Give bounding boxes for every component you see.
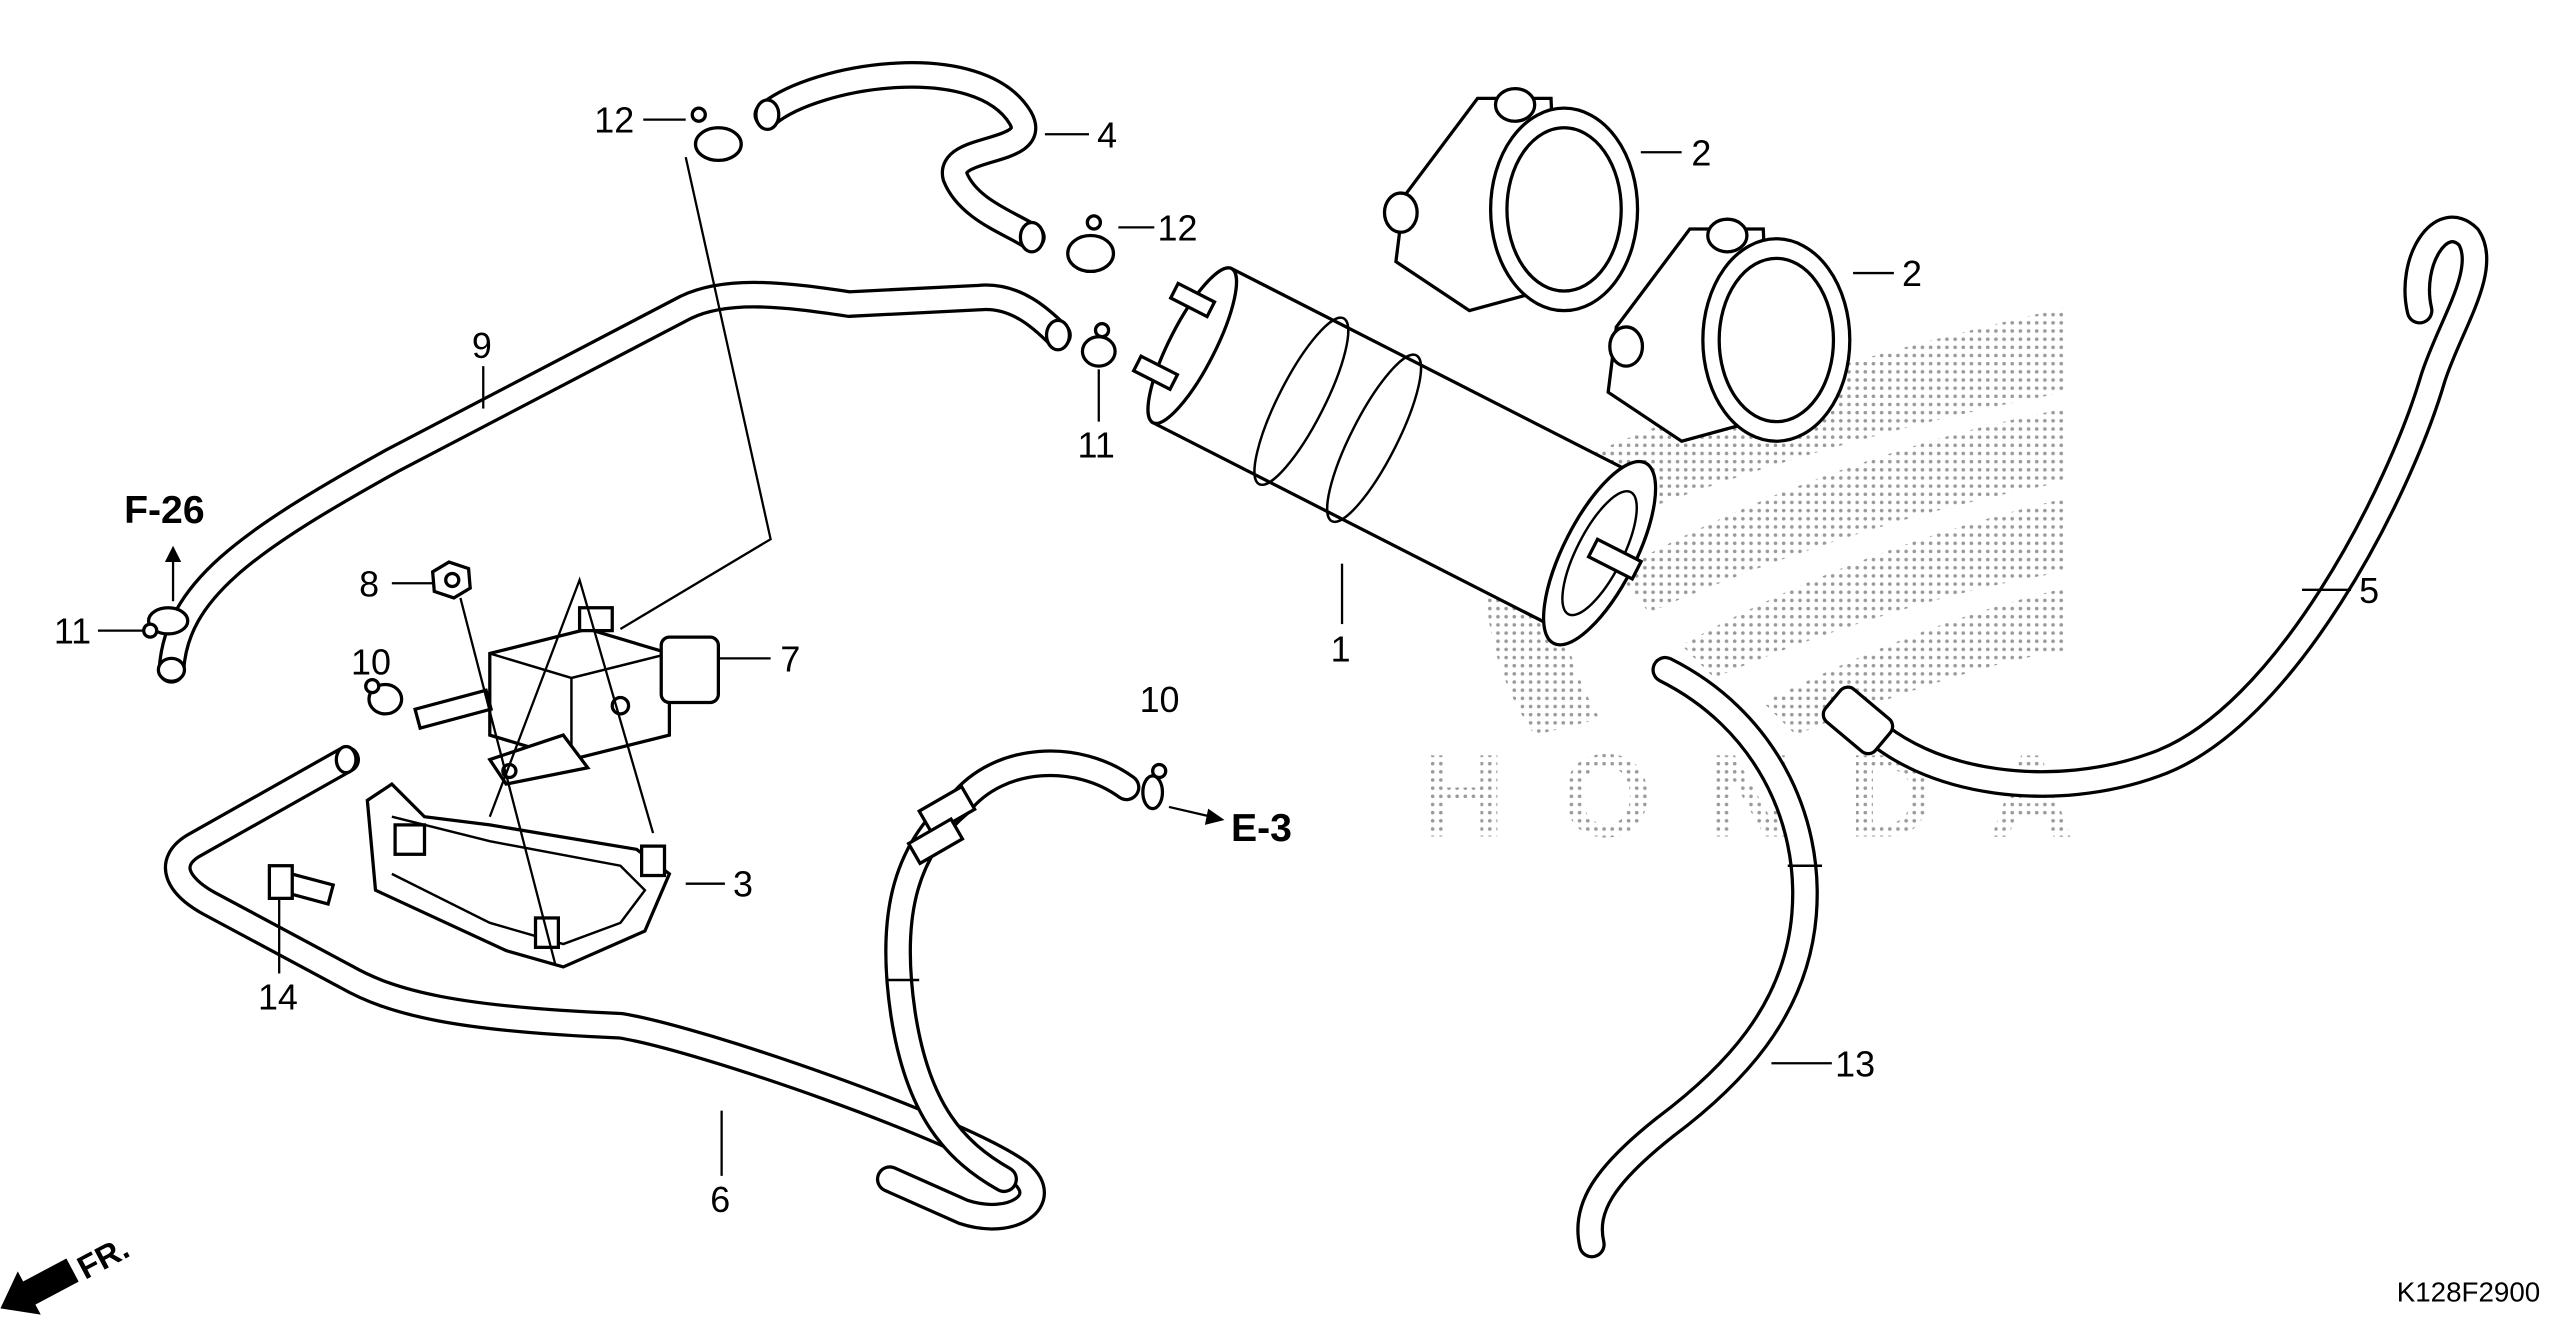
bolt-14: [267, 864, 336, 906]
routing-line: [619, 156, 772, 630]
arrow-up-icon: [164, 545, 182, 563]
arrow-right-icon: [1204, 808, 1225, 825]
clips: [142, 106, 1168, 811]
hose-4: [753, 61, 1046, 254]
callout-7: 7: [780, 638, 800, 679]
callout-4: 4: [1097, 114, 1117, 155]
callout-3: 3: [733, 864, 753, 905]
front-arrow-icon: [0, 1258, 79, 1315]
canister-1: [1131, 266, 1658, 647]
callout-8: 8: [359, 563, 379, 604]
bracket-2-lower: [1606, 217, 1852, 443]
front-arrow: FR.: [0, 1229, 135, 1315]
hose-e3: [884, 749, 1141, 1194]
callout-13: 13: [1835, 1043, 1875, 1084]
callout-10: 10: [351, 642, 391, 683]
bracket-3: [365, 781, 672, 969]
diagram-code: K128F2900: [2397, 1277, 2541, 1308]
callout-1: 1: [1331, 629, 1351, 670]
callout-2: 2: [1691, 132, 1711, 173]
front-arrow-label: FR.: [71, 1229, 135, 1286]
callout-12: 12: [594, 100, 634, 141]
callout-10: 10: [1140, 679, 1180, 720]
callout-11: 11: [54, 611, 91, 652]
hose-9: [156, 280, 1072, 684]
reference-e3[interactable]: E-3: [1168, 805, 1292, 850]
callout-11: 11: [1078, 425, 1115, 466]
bracket-2-upper: [1382, 86, 1640, 313]
hose-6: [163, 744, 1046, 1231]
hose-13: [1576, 655, 1823, 1259]
callout-14: 14: [258, 976, 298, 1017]
callout-5: 5: [2359, 570, 2379, 611]
reference-f26-label[interactable]: F-26: [124, 489, 205, 532]
leader-lines: [97, 118, 2352, 1176]
callout-2: 2: [1902, 253, 1922, 294]
hose-5: [1821, 215, 2489, 798]
callout-12: 12: [1158, 207, 1198, 248]
callout-9: 9: [472, 325, 492, 366]
nut-8: [430, 560, 472, 600]
callout-6: 6: [710, 1179, 730, 1220]
solenoid-valve-7: [413, 606, 720, 786]
reference-e3-label[interactable]: E-3: [1231, 807, 1292, 850]
reference-f26[interactable]: F-26: [124, 489, 205, 602]
